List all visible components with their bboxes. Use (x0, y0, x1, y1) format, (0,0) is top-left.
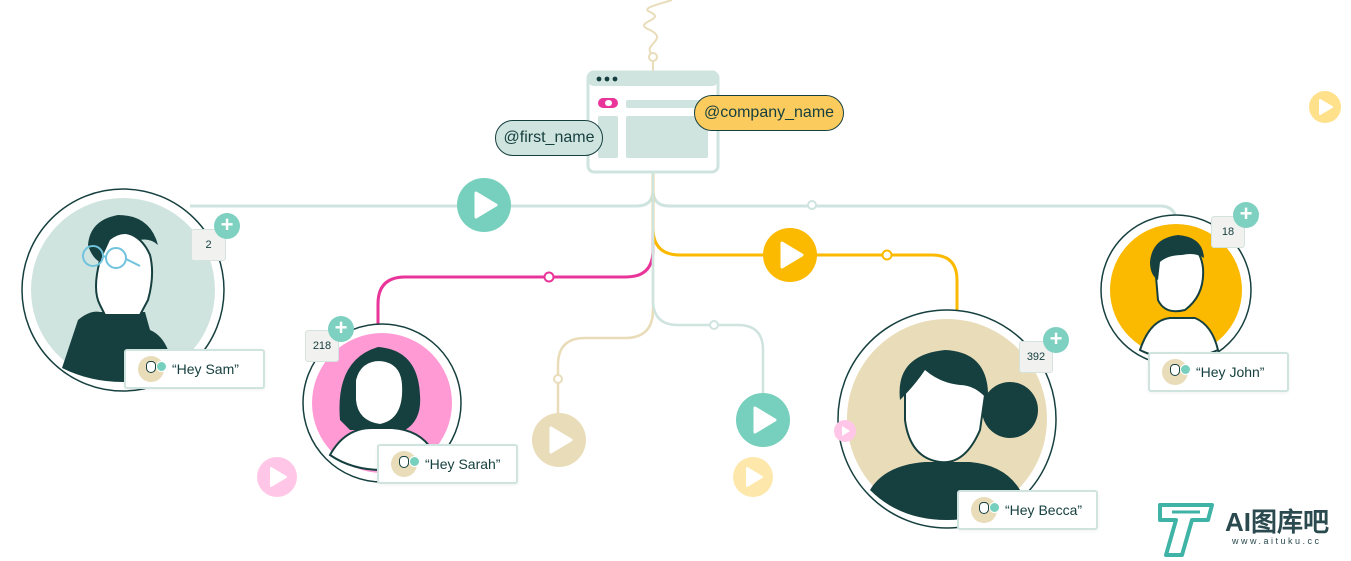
line-beige (556, 172, 655, 418)
avatar-becca (837, 309, 1057, 529)
greeting-card-sarah[interactable]: “Hey Sarah” (377, 444, 518, 484)
line-to-sarah (376, 172, 655, 325)
node-dot (553, 374, 563, 384)
play-icon[interactable] (457, 178, 511, 232)
avatar-sam (21, 188, 225, 392)
node-dot (543, 271, 555, 283)
plus-icon[interactable]: + (214, 213, 240, 239)
avatar-john (1100, 214, 1252, 366)
line-to-sam (190, 172, 655, 208)
greeting-card-john[interactable]: “Hey John” (1148, 352, 1289, 392)
play-icon[interactable] (532, 413, 586, 467)
node-dot (881, 249, 893, 261)
node-dot (648, 52, 658, 62)
play-icon (409, 456, 420, 467)
play-icon (989, 502, 1000, 513)
greeting-text: “Hey Sam” (172, 361, 239, 377)
play-icon[interactable] (763, 228, 817, 282)
avatar (138, 356, 167, 382)
first-name-tag: @first_name (495, 120, 603, 156)
company-name-tag: @company_name (694, 95, 844, 131)
node-dot (709, 320, 719, 330)
avatar (391, 451, 420, 477)
plus-icon[interactable]: + (1043, 327, 1069, 353)
logo-name: AI图库吧 (1225, 507, 1330, 537)
avatar (1162, 359, 1191, 385)
logo-url: www.aituku.cc (1232, 536, 1322, 546)
avatar (971, 497, 1000, 523)
greeting-card-becca[interactable]: “Hey Becca” (957, 490, 1098, 530)
plus-icon[interactable]: + (1233, 202, 1259, 228)
greeting-text: “Hey Becca” (1005, 502, 1083, 518)
play-icon (1180, 364, 1191, 375)
line-to-john (651, 172, 1178, 228)
squiggle-line (643, 0, 673, 56)
play-icon[interactable] (257, 457, 297, 497)
greeting-card-sam[interactable]: “Hey Sam” (124, 349, 265, 389)
play-icon (156, 361, 167, 372)
play-icon[interactable] (733, 457, 773, 497)
line-grey (651, 172, 765, 398)
play-icon[interactable] (1309, 91, 1341, 123)
play-icon[interactable] (834, 420, 856, 442)
greeting-text: “Hey John” (1196, 364, 1265, 380)
greeting-text: “Hey Sarah” (425, 456, 501, 472)
plus-icon[interactable]: + (328, 316, 354, 342)
logo-icon (1158, 503, 1214, 557)
node-dot (807, 200, 817, 210)
play-icon[interactable] (736, 393, 790, 447)
